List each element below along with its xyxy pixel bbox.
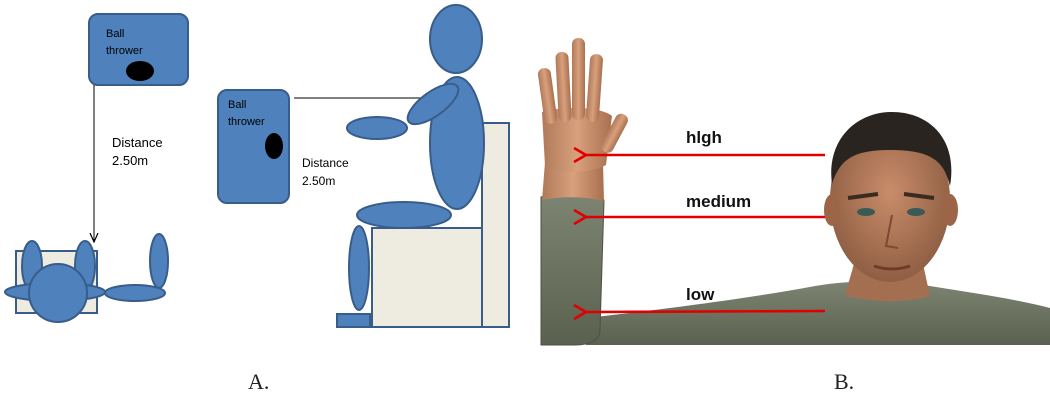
side-person-lower-leg (349, 226, 369, 310)
top-view-diagram: Ball thrower Distance 2.50m (5, 14, 188, 322)
top-person-head (29, 264, 87, 322)
avatar-left-ear (824, 194, 840, 226)
side-view-diagram: Ball thrower Distance 2.50m (218, 5, 509, 327)
top-thrower-label-1: Ball (106, 28, 124, 40)
label-high: hlgh (686, 128, 722, 147)
side-distance-label-2: 2.50m (302, 174, 335, 188)
top-distance-label-2: 2.50m (112, 153, 148, 168)
side-person-head (430, 5, 482, 73)
avatar-right-eye (907, 208, 925, 216)
side-person-forearm (347, 117, 407, 139)
side-distance-label-1: Distance (302, 156, 349, 170)
panel-b-letter: B. (834, 369, 854, 394)
side-thrower-label-1: Ball (228, 99, 246, 111)
avatar-illustration (537, 38, 1050, 345)
side-chair-seat (372, 228, 482, 327)
side-person-thigh (357, 202, 451, 228)
side-person-foot (337, 314, 370, 327)
top-ball-thrower-nozzle (126, 61, 154, 81)
label-medium: medium (686, 192, 751, 211)
side-ball-thrower-nozzle (265, 133, 283, 159)
arrow-low (586, 311, 825, 312)
avatar-right-ear (942, 194, 958, 226)
top-distance-label-1: Distance (112, 135, 163, 150)
panel-a-letter: A. (248, 369, 269, 394)
top-thrower-label-2: thrower (106, 45, 143, 57)
top-person-hand (150, 234, 168, 288)
avatar-finger-1 (537, 67, 558, 124)
side-chair-backrest (482, 123, 509, 327)
label-low: low (686, 285, 715, 304)
avatar-finger-3 (572, 38, 585, 120)
side-thrower-label-2: thrower (228, 116, 265, 128)
avatar-shirt (586, 282, 1050, 346)
avatar-left-eye (857, 208, 875, 216)
